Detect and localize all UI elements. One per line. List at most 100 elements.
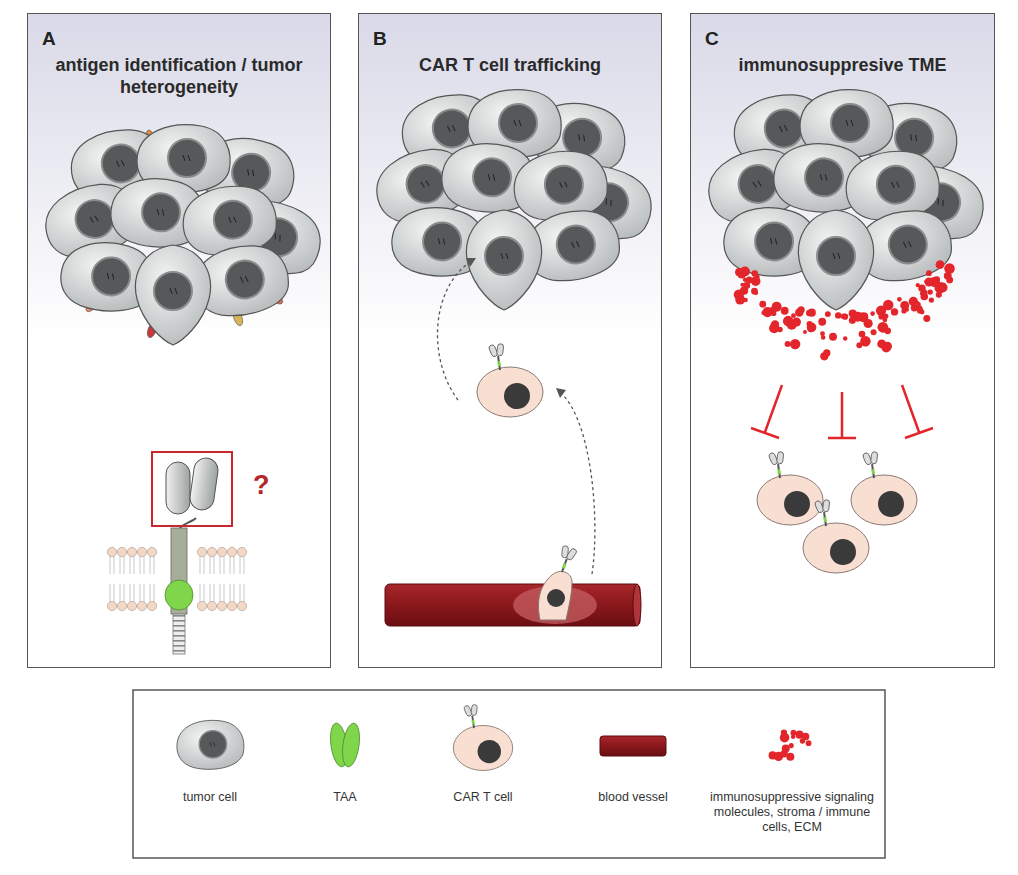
art-circle <box>926 270 932 276</box>
art-circle <box>207 601 216 610</box>
legend-sample <box>453 704 512 771</box>
art-circle <box>821 335 825 339</box>
legend-sample <box>769 729 812 761</box>
art-circle <box>781 307 789 315</box>
art-circle <box>883 300 894 311</box>
art-circle <box>107 601 116 610</box>
car-t-cell <box>477 343 543 417</box>
blood-vessel <box>385 544 641 626</box>
art-circle <box>944 263 955 274</box>
legend-text: CAR T cell <box>428 790 538 805</box>
art-circle <box>217 601 226 610</box>
suppressive-molecules <box>734 260 955 360</box>
art-path <box>120 584 124 602</box>
car-t-cell <box>757 451 823 525</box>
art-path <box>560 392 595 574</box>
art-circle <box>769 323 779 333</box>
art-ellipse <box>165 580 193 610</box>
art-path <box>240 584 244 602</box>
art-path <box>150 584 154 602</box>
panel-box: BCAR T cell trafficking <box>358 13 662 668</box>
panel-letter: C <box>705 28 719 50</box>
legend-text: blood vessel <box>578 790 688 805</box>
art-circle <box>807 321 813 327</box>
car-t-cell <box>851 451 917 525</box>
art-circle <box>137 547 146 556</box>
legend-sample <box>328 722 362 768</box>
art-circle <box>924 280 928 284</box>
car-t-cell <box>803 499 869 573</box>
art-path <box>150 556 154 574</box>
art-circle <box>785 341 791 347</box>
legend-box <box>133 690 885 858</box>
art-circle <box>923 315 930 322</box>
art-circle <box>935 283 946 294</box>
art-circle <box>933 276 940 283</box>
art-path <box>902 385 933 438</box>
art-ellipse <box>340 722 362 768</box>
art-circle <box>752 270 759 277</box>
art-path <box>110 556 114 574</box>
art-circle <box>929 297 934 302</box>
inhibition-marks <box>751 385 933 438</box>
art-circle <box>755 278 759 282</box>
art-circle <box>808 309 816 317</box>
panel-title: immunosuppresive TME <box>715 54 970 76</box>
art-circle <box>835 312 841 318</box>
art-path <box>110 584 114 602</box>
art-circle <box>790 322 794 326</box>
art-circle <box>237 547 246 556</box>
art-circle <box>927 289 932 294</box>
art-path <box>210 556 214 574</box>
art-circle <box>863 313 868 318</box>
art-circle <box>547 589 565 607</box>
panel-title: antigen identification / tumor heterogen… <box>52 54 306 98</box>
legend-text: immunosuppressive signaling molecules, s… <box>707 790 877 835</box>
legend-sample <box>177 720 244 769</box>
art-rect <box>152 452 232 526</box>
legend-text: TAA <box>300 790 390 805</box>
art-circle <box>197 601 206 610</box>
question-mark: ? <box>253 470 270 501</box>
art-circle <box>207 547 216 556</box>
art-ellipse <box>633 584 641 626</box>
panel-letter: B <box>373 28 387 50</box>
art-circle <box>820 352 828 360</box>
art-circle <box>743 278 747 282</box>
art-circle <box>791 735 795 739</box>
tumor-cluster <box>701 90 993 310</box>
art-circle <box>127 547 136 556</box>
art-circle <box>803 330 807 334</box>
art-circle <box>806 740 812 746</box>
art-circle <box>917 307 923 313</box>
panel-ground <box>358 13 662 668</box>
panel-box: Cimmunosuppresive TME <box>690 13 995 668</box>
art-circle <box>754 291 758 295</box>
art-circle <box>849 310 857 318</box>
art-circle <box>915 301 919 305</box>
art-circle <box>936 262 942 268</box>
art-circle <box>883 342 892 351</box>
art-circle <box>237 601 246 610</box>
art-circle <box>946 276 953 283</box>
art-circle <box>849 317 856 324</box>
car-receptor <box>152 452 232 654</box>
art-use <box>554 544 578 574</box>
art-circle <box>781 729 787 735</box>
art-circle <box>762 307 772 317</box>
tumor-cluster <box>369 90 661 310</box>
panel-ground <box>27 13 331 668</box>
art-circle <box>802 733 810 741</box>
art-circle <box>877 322 888 333</box>
art-path <box>220 584 224 602</box>
tumor-cluster <box>38 125 330 345</box>
art-circle <box>117 547 126 556</box>
art-path <box>240 556 244 574</box>
art-circle <box>870 311 875 316</box>
art-path <box>130 584 134 602</box>
art-path <box>120 556 124 574</box>
